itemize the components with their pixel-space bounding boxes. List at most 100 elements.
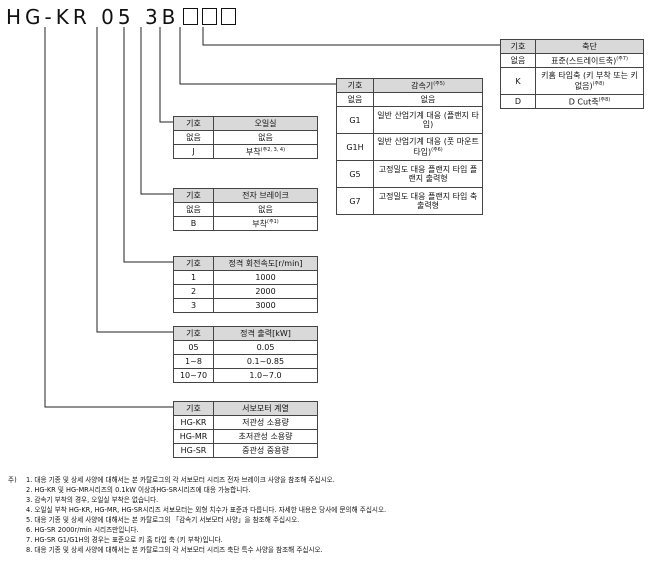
model-code: HG-KR 05 3B (6, 5, 237, 29)
note-ref: (주7) (616, 56, 628, 63)
shaft-desc: 표준(스트레이트축)(주7) (535, 53, 644, 68)
model-blank-box (202, 8, 218, 25)
reducer-code: G1H (336, 133, 374, 161)
shaft-header-code: 기호 (500, 39, 536, 54)
series-code: HG-MR (173, 429, 214, 444)
footnote-item: 7. HG-SR G1/G1H의 경우는 표준으로 키 홈 타입 축 (키 부착… (26, 536, 223, 544)
model-brake: B (161, 5, 180, 29)
series-header-code: 기호 (173, 401, 214, 416)
table-row: G5 고정밀도 대응 플랜지 타입 플랜지 출력형 (336, 160, 483, 188)
shaft-code: D (500, 94, 536, 109)
speed-desc: 3000 (213, 298, 318, 313)
output-code: 05 (173, 340, 214, 355)
footnote-list: 1. 대응 기종 및 상세 사양에 대해서는 본 카탈로그의 각 서보모터 시리… (8, 475, 386, 555)
speed-code: 2 (173, 284, 214, 299)
shaft-code: K (500, 67, 536, 95)
shaft-desc-text: 키홈 타입축 (키 부착 또는 키 없음) (541, 71, 638, 91)
reducer-code: 없음 (336, 92, 374, 107)
speed-table: 기호 정격 회전속도[r/min] 1 1000 2 2000 3 3000 (173, 256, 318, 313)
brake-desc: 부착(주1) (213, 216, 318, 231)
reducer-code: G7 (336, 187, 374, 215)
table-row: 3 3000 (173, 298, 318, 313)
table-row: G1 일반 산업기계 대응 (플랜지 타입) (336, 106, 483, 134)
oil-seal-desc: 없음 (213, 130, 318, 145)
model-blank-box (183, 8, 199, 25)
connector-brake (140, 27, 173, 195)
oil-seal-desc: 부착(주2, 3, 4) (213, 144, 318, 159)
table-row: HG-SR 중관성 중용량 (173, 443, 318, 458)
reducer-header-desc: 감속기(주5) (373, 78, 483, 93)
note-ref: (주6) (431, 147, 443, 154)
brake-code: B (173, 216, 214, 231)
connector-reducer (179, 27, 336, 85)
reducer-desc: 일반 산업기계 대응 (풋 마운트 타입)(주6) (373, 133, 483, 161)
speed-desc: 2000 (213, 284, 318, 299)
table-row: 10~70 1.0~7.0 (173, 368, 318, 383)
speed-header-desc: 정격 회전속도[r/min] (213, 256, 318, 271)
series-table: 기호 서보모터 계열 HG-KR 저관성 소용량 HG-MR 초저관성 소용량 … (173, 401, 318, 458)
reducer-table: 기호 감속기(주5) 없음 없음 G1 일반 산업기계 대응 (플랜지 타입) … (336, 78, 483, 215)
shaft-desc: 키홈 타입축 (키 부착 또는 키 없음)(주8) (535, 67, 644, 95)
output-desc: 0.1~0.85 (213, 354, 318, 369)
model-series: HG-KR (6, 5, 91, 29)
brake-header-desc: 전자 브레이크 (213, 188, 318, 203)
footnote-item: 6. HG-SR 2000r/min 시리즈만입니다. (26, 526, 139, 534)
shaft-code: 없음 (500, 53, 536, 68)
brake-code: 없음 (173, 202, 214, 217)
oil-seal-desc-text: 부착 (245, 147, 261, 157)
reducer-desc: 일반 산업기계 대응 (플랜지 타입) (373, 106, 483, 134)
oil-seal-table: 기호 오일실 없음 없음 J 부착(주2, 3, 4) (173, 116, 318, 159)
model-blank-box (221, 8, 237, 25)
reducer-desc-text: 일반 산업기계 대응 (플랜지 타입) (377, 111, 479, 129)
table-row: 1 1000 (173, 270, 318, 285)
table-row: D D Cut축(주8) (500, 94, 644, 109)
note-ref: (주8) (592, 81, 605, 88)
table-row: G1H 일반 산업기계 대응 (풋 마운트 타입)(주6) (336, 133, 483, 161)
series-code: HG-SR (173, 443, 214, 458)
footnotes: 주) 1. 대응 기종 및 상세 사양에 대해서는 본 카탈로그의 각 서보모터… (8, 475, 386, 555)
shaft-desc-text: 표준(스트레이트축) (551, 56, 617, 66)
footnotes-label: 주) (8, 476, 17, 484)
footnote-item: 4. 오일실 부착 HG-KR, HG-MR, HG-SR시리즈 서보모터는 외… (26, 506, 387, 514)
brake-header-code: 기호 (173, 188, 214, 203)
table-row: 없음 표준(스트레이트축)(주7) (500, 53, 644, 68)
oil-seal-code: 없음 (173, 130, 214, 145)
shaft-desc-text: D Cut축 (568, 97, 599, 107)
reducer-header-code: 기호 (336, 78, 374, 93)
table-row: 없음 없음 (173, 130, 318, 145)
table-row: 없음 없음 (336, 92, 483, 107)
model-output: 05 (101, 5, 135, 29)
output-desc: 0.05 (213, 340, 318, 355)
model-speed: 3 (144, 5, 162, 29)
footnote-item: 1. 대응 기종 및 상세 사양에 대해서는 본 카탈로그의 각 서보모터 시리… (26, 476, 335, 484)
output-table: 기호 정격 출력[kW] 05 0.05 1~8 0.1~0.85 10~70 … (173, 326, 318, 383)
connector-speed (123, 27, 173, 263)
table-row: G7 고정밀도 대응 플랜지 타입 축 출력형 (336, 187, 483, 215)
output-header-code: 기호 (173, 326, 214, 341)
table-row: HG-KR 저관성 소용량 (173, 415, 318, 430)
oil-seal-code: J (173, 144, 214, 159)
table-row: K 키홈 타입축 (키 부착 또는 키 없음)(주8) (500, 67, 644, 95)
series-header-desc: 서보모터 계열 (213, 401, 318, 416)
brake-desc: 없음 (213, 202, 318, 217)
shaft-header-desc: 축단 (535, 39, 644, 54)
shaft-desc: D Cut축(주8) (535, 94, 644, 109)
connector-oil-seal (159, 27, 173, 123)
table-row: HG-MR 초저관성 소용량 (173, 429, 318, 444)
footnote-item: 2. HG-KR 및 HG-MR시리즈의 0.1kW 이상과HG-SR시리즈에 … (26, 486, 251, 494)
table-row: 없음 없음 (173, 202, 318, 217)
table-row: 2 2000 (173, 284, 318, 299)
output-desc: 1.0~7.0 (213, 368, 318, 383)
reducer-desc: 없음 (373, 92, 483, 107)
speed-header-code: 기호 (173, 256, 214, 271)
speed-code: 1 (173, 270, 214, 285)
note-ref: (주8) (598, 97, 611, 104)
output-code: 10~70 (173, 368, 214, 383)
series-desc: 중관성 중용량 (213, 443, 318, 458)
shaft-table: 기호 축단 없음 표준(스트레이트축)(주7) K 키홈 타입축 (키 부착 또… (500, 39, 644, 109)
oil-seal-header-code: 기호 (173, 116, 214, 131)
speed-desc: 1000 (213, 270, 318, 285)
footnote-item: 8. 대응 기종 및 상세 사양에 대해서는 본 카탈로그의 각 서보모터 시리… (26, 546, 323, 554)
reducer-desc: 고정밀도 대응 플랜지 타입 플랜지 출력형 (373, 160, 483, 188)
